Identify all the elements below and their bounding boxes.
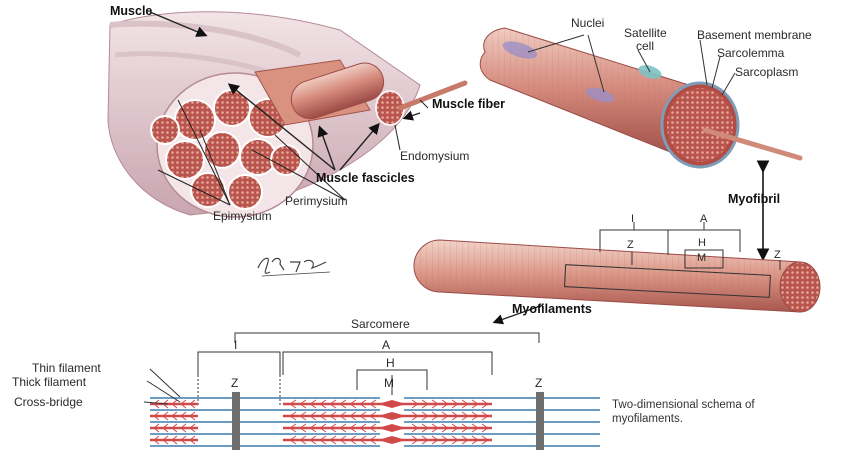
label-band-z-top-1: Z <box>627 240 634 251</box>
z-line-left <box>232 392 240 450</box>
caption-line-1: Two-dimensional schema of <box>612 398 812 412</box>
m-line-bulge <box>378 424 406 432</box>
label-band-a-top: A <box>700 214 707 225</box>
myofibril-illustration <box>414 222 820 322</box>
filament-array <box>150 398 600 446</box>
label-band-m-top: M <box>697 253 706 264</box>
label-muscle: Muscle <box>110 5 152 18</box>
muscle-illustration <box>108 12 465 217</box>
z-line-right <box>536 392 544 450</box>
sarcomere-schema <box>144 333 600 450</box>
label-sarcoplasm: Sarcoplasm <box>735 66 798 78</box>
label-epimysium: Epimysium <box>213 210 272 222</box>
label-band-h-top: H <box>698 238 706 249</box>
label-sarcolemma: Sarcolemma <box>717 47 784 59</box>
label-band-z-top-2: Z <box>774 250 781 261</box>
label-band-z-1: Z <box>231 377 238 389</box>
label-thick-filament: Thick filament <box>12 376 86 388</box>
label-perimysium: Perimysium <box>285 195 348 207</box>
label-sarcomere: Sarcomere <box>351 318 410 330</box>
label-band-h: H <box>386 357 395 369</box>
label-nuclei: Nuclei <box>571 17 604 29</box>
label-myofilaments: Myofilaments <box>512 303 592 316</box>
label-band-i-top: I <box>631 214 634 225</box>
label-band-a: A <box>382 339 390 351</box>
label-cross-bridge: Cross-bridge <box>14 396 83 408</box>
label-muscle-fiber: Muscle fiber <box>432 98 505 111</box>
label-satellite-cell-1: Satellite <box>624 27 667 39</box>
caption-line-2: myofilaments. <box>612 412 812 426</box>
label-band-z-2: Z <box>535 377 542 389</box>
label-myofibril: Myofibril <box>728 193 780 206</box>
m-line-bulge <box>378 400 406 408</box>
label-band-i: I <box>234 339 237 351</box>
label-thin-filament: Thin filament <box>32 362 101 374</box>
label-band-m: M <box>384 377 394 389</box>
schema-caption: Two-dimensional schema of myofilaments. <box>612 398 812 426</box>
artist-signature <box>258 258 330 276</box>
label-muscle-fascicles: Muscle fascicles <box>316 172 415 185</box>
m-line-bulge <box>378 436 406 444</box>
label-endomysium: Endomysium <box>400 150 469 162</box>
m-line-bulge <box>378 412 406 420</box>
label-basement-membrane: Basement membrane <box>697 29 812 41</box>
label-satellite-cell-2: cell <box>636 40 654 52</box>
